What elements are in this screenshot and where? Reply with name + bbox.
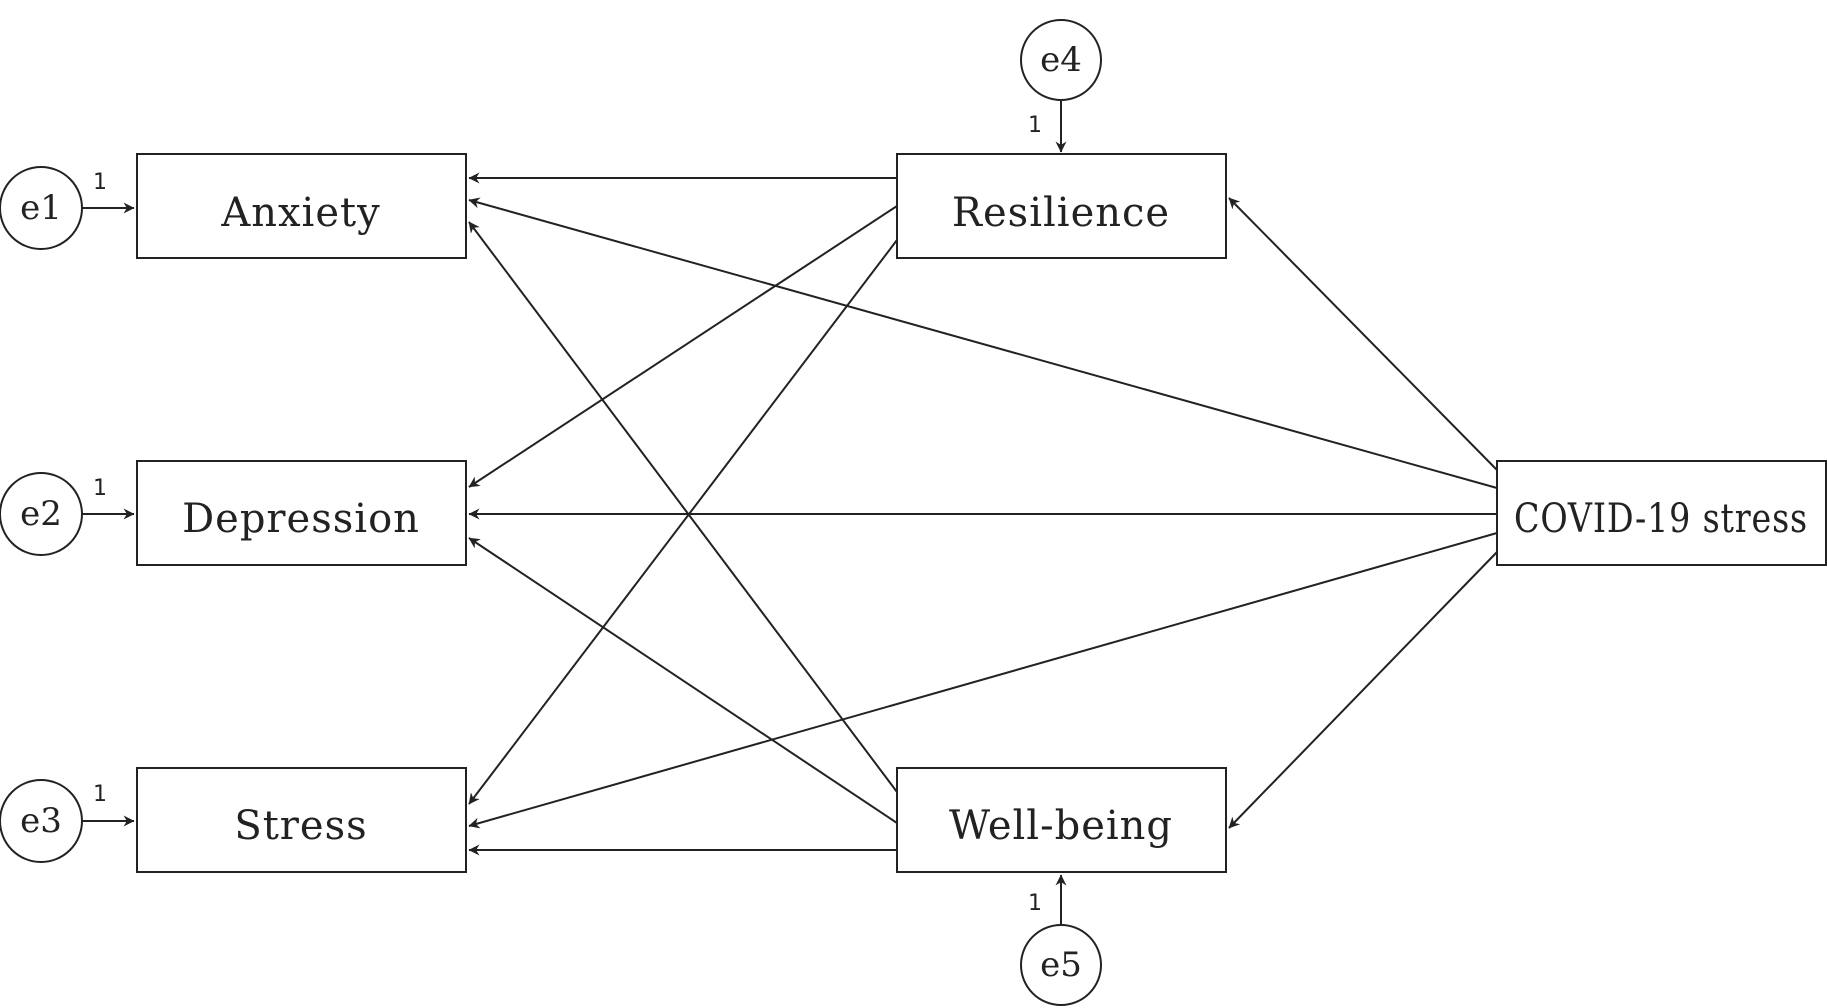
node-depression: Depression [136, 460, 467, 566]
path-arrows [468, 172, 1498, 856]
arrow-wellbeing-to-depression [468, 537, 898, 824]
weight-e4: 1 [1028, 113, 1042, 138]
node-wellbeing-label: Well-being [949, 803, 1173, 849]
weight-e2: 1 [93, 476, 107, 501]
arrow-covid-to-anxiety [468, 197, 1498, 489]
arrow-resilience-to-depression [468, 205, 898, 488]
error-e4-label: e4 [1040, 40, 1082, 80]
node-covid-stress-label: COVID-19 stress [1514, 496, 1808, 542]
error-e3-label: e3 [20, 801, 62, 841]
node-stress-label: Stress [234, 803, 367, 849]
node-anxiety-label: Anxiety [220, 190, 380, 236]
error-e3: e3 [0, 779, 83, 863]
error-e1-label: e1 [20, 188, 62, 228]
node-resilience-label: Resilience [952, 190, 1170, 236]
error-arrows [82, 100, 1067, 924]
error-e2: e2 [0, 472, 83, 556]
error-e1: e1 [0, 166, 83, 250]
arrow-wellbeing-to-anxiety [468, 221, 898, 793]
weight-e1: 1 [93, 170, 107, 195]
arrow-covid-to-stress [468, 532, 1498, 829]
weight-e3: 1 [93, 782, 107, 807]
variable-boxes: Anxiety Depression Stress Resilience Wel… [136, 153, 1827, 873]
error-terms: e1 e2 e3 e4 e5 [0, 19, 1102, 1006]
node-anxiety: Anxiety [136, 153, 467, 259]
error-e5: e5 [1020, 924, 1102, 1006]
error-e2-label: e2 [20, 494, 62, 534]
node-stress: Stress [136, 767, 467, 873]
node-resilience: Resilience [896, 153, 1227, 259]
node-depression-label: Depression [182, 496, 420, 542]
arrow-covid-to-wellbeing [1228, 551, 1498, 829]
error-e5-label: e5 [1040, 945, 1082, 985]
node-wellbeing: Well-being [896, 767, 1227, 873]
weight-labels: 1 1 1 1 1 [93, 113, 1042, 916]
arrow-resilience-to-stress [468, 239, 898, 805]
arrow-covid-to-resilience [1228, 197, 1498, 471]
weight-e5: 1 [1028, 891, 1042, 916]
node-covid-stress: COVID-19 stress [1496, 460, 1827, 566]
error-e4: e4 [1020, 19, 1102, 101]
